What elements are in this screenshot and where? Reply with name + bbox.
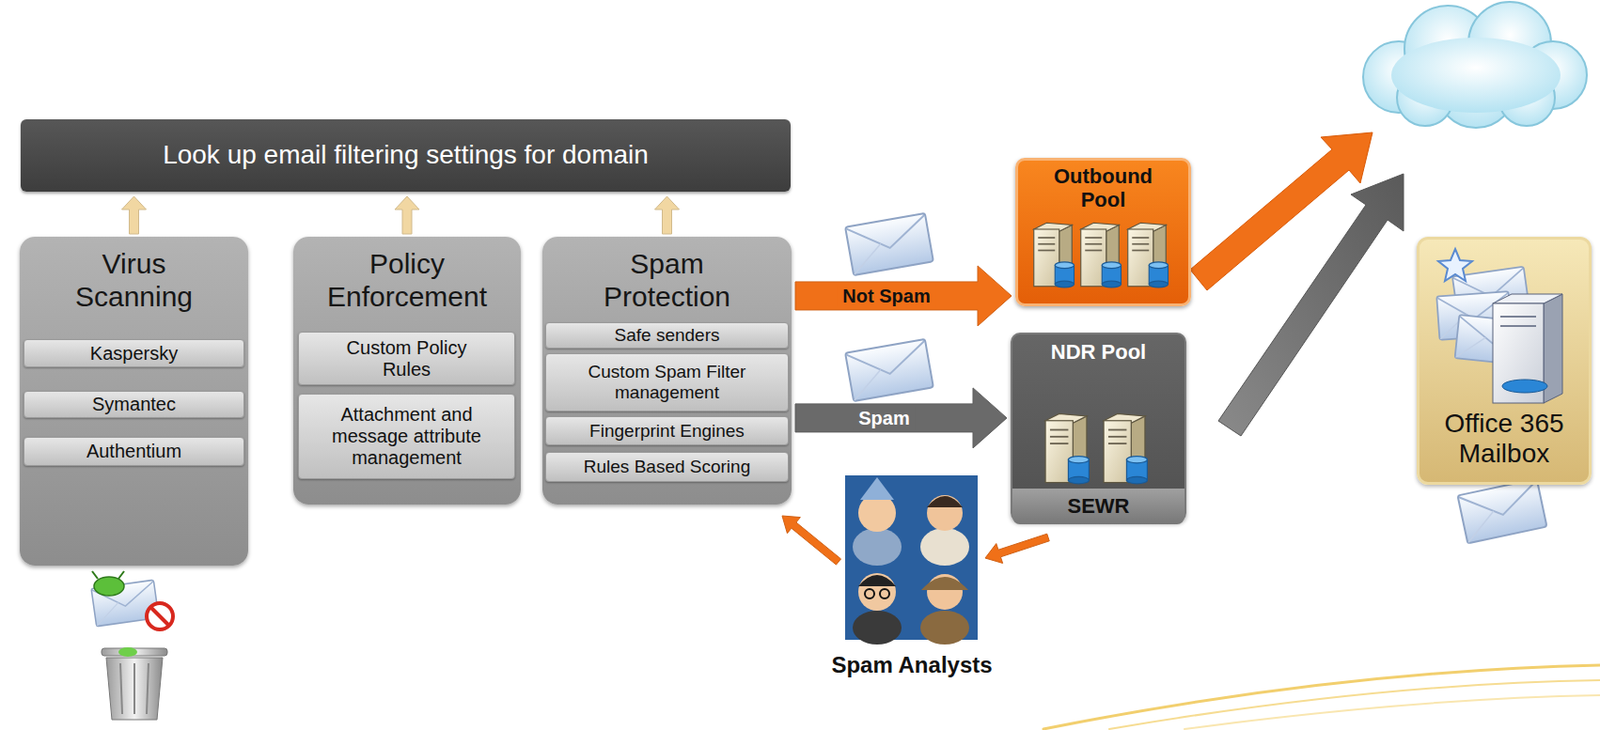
- virus-deleted-icon: [91, 571, 173, 721]
- server-icon: [1045, 413, 1089, 484]
- server-icon: [1040, 411, 1092, 486]
- feature-name: Rules Based Scoring: [578, 454, 756, 480]
- feature-bar: Attachment and message attribute managem…: [298, 393, 516, 480]
- feature-name: Fingerprint Engines: [583, 419, 751, 444]
- server-icon: [1081, 222, 1122, 288]
- feature-bar: Custom Spam Filter management: [545, 353, 789, 412]
- server-icon: [1103, 413, 1147, 484]
- swoosh-decoration: [1043, 665, 1600, 730]
- stage-heading: Spam Protection: [587, 248, 748, 314]
- edge-label: Not Spam: [836, 284, 936, 307]
- stage-box: Spam ProtectionSafe sendersCustom Spam F…: [542, 236, 792, 505]
- engine-bar: Symantec: [23, 391, 245, 419]
- lookup-arrow: [394, 196, 420, 235]
- engine-name: Authentium: [80, 439, 188, 465]
- lookup-arrow: [655, 196, 680, 235]
- analysts-figure: Spam Analysts: [817, 475, 1006, 683]
- analysts-caption: Spam Analysts: [817, 652, 1006, 683]
- pool-title: Outbound Pool: [1042, 164, 1165, 213]
- pool-bar: SEWR: [1012, 488, 1185, 525]
- engine-bar: Kaspersky: [23, 339, 245, 368]
- spam-analysts-picture: [845, 475, 978, 645]
- not-spam-arrow: [795, 266, 1012, 327]
- mailbox-box: Office 365 Mailbox: [1416, 236, 1592, 486]
- server-icon: [1123, 220, 1171, 289]
- cloud-fill-cover: [1391, 37, 1561, 113]
- engine-name: Symantec: [86, 392, 182, 418]
- server-icon: [1076, 220, 1124, 289]
- server-icon: [1034, 222, 1075, 288]
- review-arrow: [985, 533, 1050, 564]
- server-pool: NDR PoolSEWR: [1010, 332, 1187, 523]
- feature-name: Safe senders: [609, 323, 726, 348]
- lookup-band: Look up email filtering settings for dom…: [20, 119, 791, 192]
- pool-bar-text: SEWR: [1067, 494, 1130, 518]
- feature-bar: Rules Based Scoring: [545, 452, 789, 483]
- envelope-icon: [845, 339, 934, 402]
- engine-bar: Authentium: [23, 437, 245, 467]
- mailbox-text: Office 365 Mailbox: [1419, 408, 1589, 483]
- server-icon: [1128, 222, 1169, 288]
- feature-bar: Fingerprint Engines: [545, 416, 789, 446]
- engine-name: Kaspersky: [84, 341, 184, 367]
- stage-heading: Policy Enforcement: [298, 248, 516, 314]
- envelope-icon: [1458, 479, 1548, 545]
- stage-heading: Virus Scanning: [45, 248, 224, 314]
- feature-bar: Custom Policy Rules: [298, 331, 516, 386]
- stage-box: Policy EnforcementCustom Policy RulesAtt…: [293, 236, 521, 505]
- envelope-icon: [845, 213, 934, 276]
- internet-cloud: [1363, 1, 1587, 128]
- feature-name: Attachment and message attribute managem…: [307, 402, 507, 471]
- server-pool: Outbound Pool: [1015, 157, 1192, 307]
- feature-name: Custom Spam Filter management: [567, 360, 768, 406]
- edge-label: Spam: [852, 407, 915, 429]
- spam-arrow: [795, 388, 1007, 449]
- feature-name: Custom Policy Rules: [326, 335, 488, 383]
- stage-box: Virus ScanningKasperskySymantecAuthentiu…: [19, 236, 249, 566]
- lookup-arrow: [122, 196, 147, 235]
- ndr-to-cloud-arrow: [1218, 173, 1404, 437]
- feedback-arrow: [782, 516, 842, 565]
- mailbox-icon: [1436, 249, 1563, 404]
- pool-title: NDR Pool: [1028, 340, 1170, 364]
- band-text: Look up email filtering settings for dom…: [162, 140, 649, 171]
- server-icon: [1098, 411, 1150, 486]
- server-icon: [1029, 220, 1077, 289]
- feature-bar: Safe senders: [545, 322, 789, 349]
- mailbox-icon: [1427, 245, 1578, 406]
